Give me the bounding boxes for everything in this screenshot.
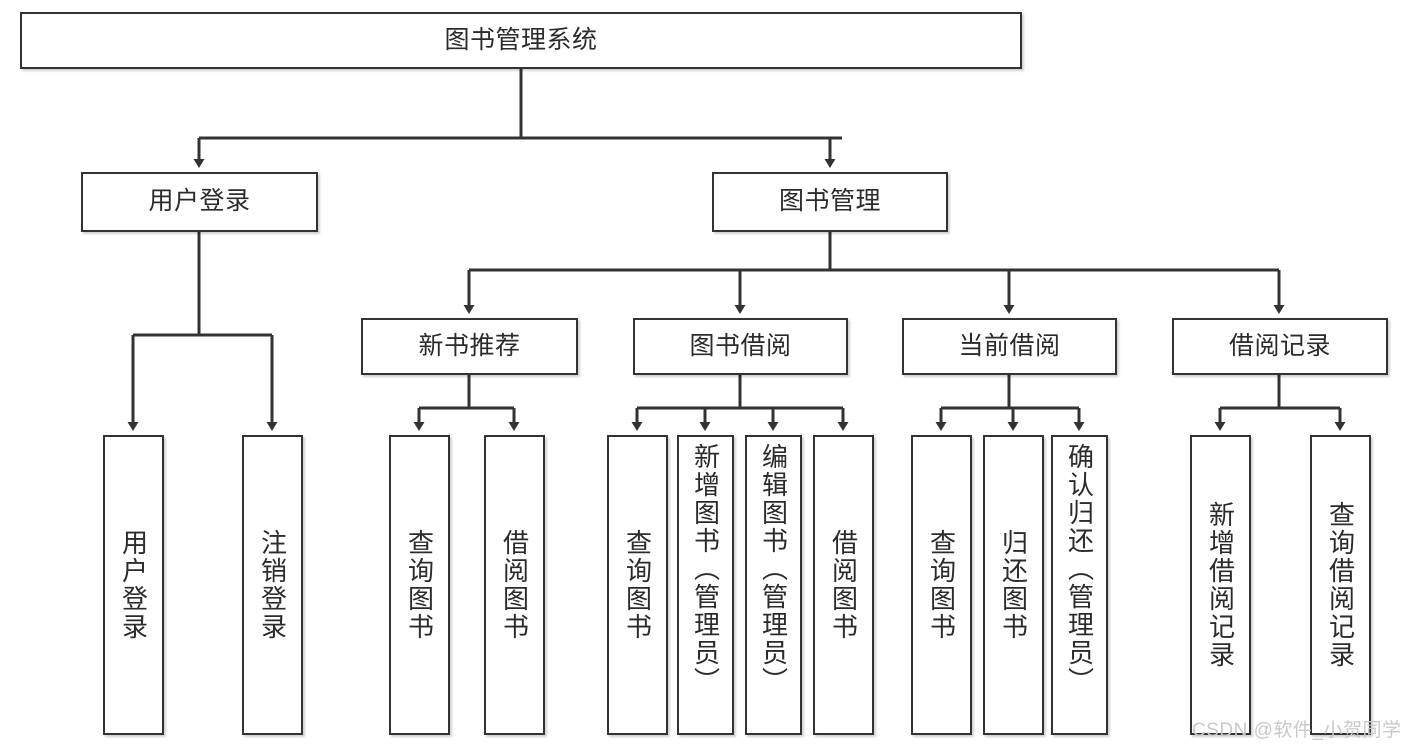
node-user-login[interactable]: 用户登录: [81, 172, 318, 232]
node-leaf-add-record[interactable]: 新增借阅记录: [1190, 435, 1251, 735]
node-leaf-confirm-return-label: 确认归还（管理员）: [1064, 443, 1095, 695]
node-leaf-query-record-label: 查询借阅记录: [1325, 501, 1356, 669]
node-leaf-confirm-return[interactable]: 确认归还（管理员）: [1051, 435, 1108, 735]
node-leaf-return-book-label: 归还图书: [998, 529, 1029, 641]
node-borrow-record[interactable]: 借阅记录: [1172, 318, 1388, 375]
node-leaf-add-book[interactable]: 新增图书（管理员）: [677, 435, 734, 735]
node-root[interactable]: 图书管理系统: [20, 12, 1022, 69]
node-borrow-record-label: 借阅记录: [1228, 331, 1331, 360]
node-leaf-edit-book[interactable]: 编辑图书（管理员）: [745, 435, 802, 735]
node-user-login-label: 用户登录: [148, 187, 251, 216]
node-current-borrow[interactable]: 当前借阅: [902, 318, 1117, 375]
node-leaf-borrow-book-1-label: 借阅图书: [499, 529, 530, 641]
node-leaf-logout[interactable]: 注销登录: [242, 435, 303, 735]
node-leaf-user-login-label: 用户登录: [118, 529, 149, 641]
node-book-manage-label: 图书管理: [778, 187, 881, 216]
node-leaf-return-book[interactable]: 归还图书: [983, 435, 1044, 735]
node-leaf-borrow-book-2-label: 借阅图书: [828, 529, 859, 641]
csdn-watermark: CSDN @软件_小贺同学: [1192, 720, 1402, 741]
node-leaf-query-book-3-label: 查询图书: [926, 529, 957, 641]
node-leaf-borrow-book-1[interactable]: 借阅图书: [484, 435, 545, 735]
node-leaf-query-book-1-label: 查询图书: [404, 529, 435, 641]
node-leaf-query-record[interactable]: 查询借阅记录: [1310, 435, 1371, 735]
node-leaf-query-book-2[interactable]: 查询图书: [607, 435, 668, 735]
node-book-borrow-label: 图书借阅: [689, 331, 792, 360]
node-book-manage[interactable]: 图书管理: [712, 172, 948, 232]
node-leaf-query-book-1[interactable]: 查询图书: [389, 435, 450, 735]
node-new-book-rec[interactable]: 新书推荐: [361, 318, 578, 375]
node-leaf-query-book-3[interactable]: 查询图书: [911, 435, 972, 735]
node-leaf-query-book-2-label: 查询图书: [622, 529, 653, 641]
node-leaf-add-book-label: 新增图书（管理员）: [690, 443, 721, 695]
node-root-label: 图书管理系统: [444, 25, 598, 54]
node-book-borrow[interactable]: 图书借阅: [633, 318, 848, 375]
node-leaf-borrow-book-2[interactable]: 借阅图书: [813, 435, 874, 735]
node-new-book-rec-label: 新书推荐: [418, 331, 521, 360]
node-leaf-logout-label: 注销登录: [257, 529, 288, 641]
node-leaf-edit-book-label: 编辑图书（管理员）: [758, 443, 789, 695]
node-leaf-user-login[interactable]: 用户登录: [103, 435, 164, 735]
node-leaf-add-record-label: 新增借阅记录: [1205, 501, 1236, 669]
node-current-borrow-label: 当前借阅: [958, 331, 1061, 360]
